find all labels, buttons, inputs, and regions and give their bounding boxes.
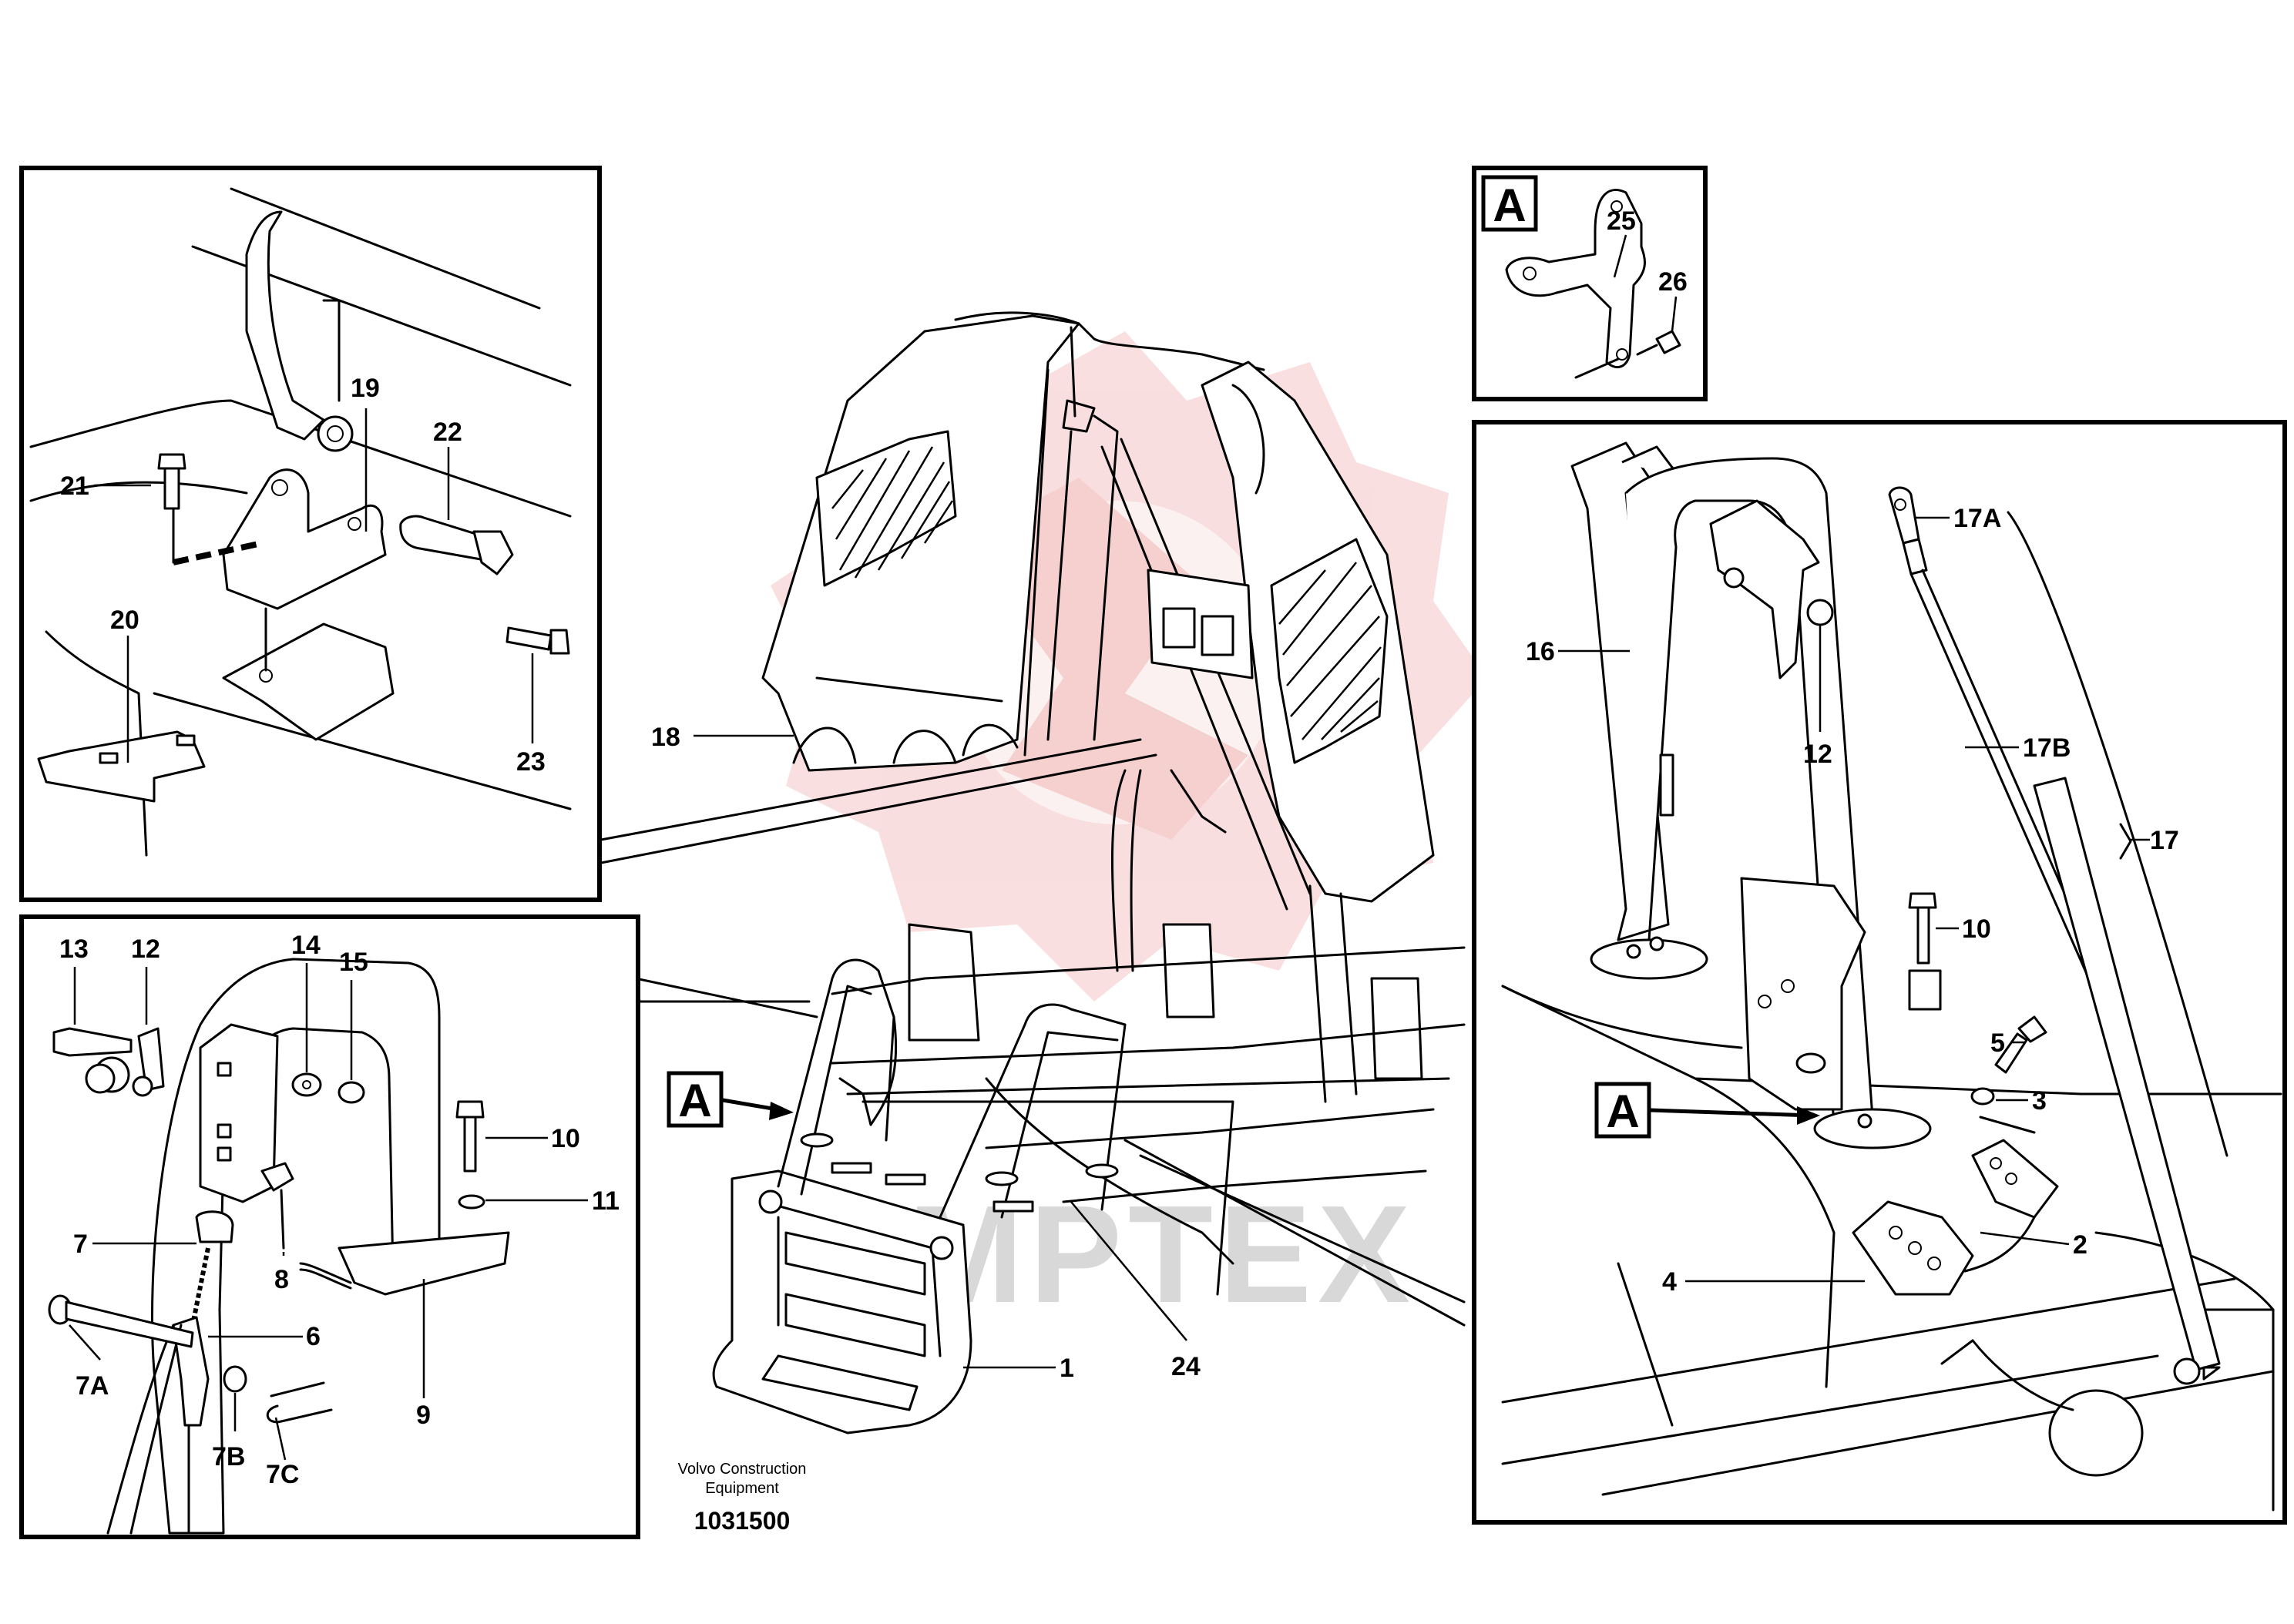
company-name-line2: Equipment bbox=[705, 1480, 779, 1497]
callout-20: 20 bbox=[110, 606, 139, 635]
callout-21: 21 bbox=[60, 471, 89, 501]
footer-block: Volvo Construction Equipment 1031500 bbox=[678, 1461, 807, 1535]
callout-12-left: 12 bbox=[131, 934, 160, 964]
callout-13: 13 bbox=[59, 934, 89, 964]
right-vent-hatching bbox=[1278, 562, 1382, 740]
callout-11: 11 bbox=[592, 1186, 620, 1216]
callout-leaders bbox=[69, 234, 2150, 1461]
callout-24: 24 bbox=[1171, 1352, 1201, 1381]
company-name-line1: Volvo Construction bbox=[678, 1461, 807, 1478]
callout-17b: 17B bbox=[2023, 733, 2071, 763]
callout-8: 8 bbox=[274, 1265, 289, 1294]
callout-7a: 7A bbox=[76, 1371, 109, 1401]
callout-6: 6 bbox=[306, 1322, 321, 1351]
detail-box-view-a: A bbox=[1472, 166, 1708, 401]
callout-26: 26 bbox=[1658, 267, 1688, 297]
main-view-a-letter: A bbox=[1606, 1085, 1639, 1137]
view-a-label-box bbox=[1481, 175, 1538, 232]
callout-4: 4 bbox=[1662, 1267, 1677, 1297]
callout-12-right: 12 bbox=[1803, 740, 1832, 769]
callout-9: 9 bbox=[416, 1401, 431, 1430]
detail-box-hood-hinge bbox=[19, 166, 602, 902]
callout-3: 3 bbox=[2032, 1086, 2047, 1116]
callout-15: 15 bbox=[339, 948, 368, 977]
callout-14: 14 bbox=[291, 931, 321, 960]
callout-5: 5 bbox=[1990, 1028, 2005, 1058]
callout-19: 19 bbox=[351, 374, 380, 403]
step-view-a-marker: A bbox=[667, 1071, 794, 1128]
callout-7c: 7C bbox=[266, 1460, 299, 1489]
callout-25: 25 bbox=[1607, 206, 1636, 236]
callout-2: 2 bbox=[2073, 1230, 2087, 1260]
main-view-a-label-box bbox=[1594, 1082, 1651, 1139]
callout-1: 1 bbox=[1060, 1354, 1074, 1383]
callout-22: 22 bbox=[433, 418, 462, 447]
view-a-letter: A bbox=[1493, 180, 1526, 231]
callout-18: 18 bbox=[651, 723, 680, 752]
detail-box-step-handle bbox=[19, 914, 640, 1539]
callout-17: 17 bbox=[2150, 826, 2179, 855]
callout-17a: 17A bbox=[1953, 504, 2001, 533]
callout-7: 7 bbox=[73, 1230, 88, 1259]
callout-7b: 7B bbox=[212, 1442, 245, 1471]
drawing-number: 1031500 bbox=[694, 1507, 791, 1535]
callout-labels: 21 19 22 20 23 18 1 24 13 12 14 15 10 11… bbox=[59, 206, 2179, 1489]
zoom-leader-lines bbox=[600, 738, 1466, 1327]
callout-23: 23 bbox=[516, 747, 546, 777]
callout-10-left: 10 bbox=[551, 1124, 580, 1153]
left-vent-hatching bbox=[831, 446, 954, 579]
detail-box-hood-support: A bbox=[1472, 420, 2287, 1525]
callout-10-right: 10 bbox=[1962, 914, 1991, 944]
cab-frame-drawing bbox=[712, 311, 1466, 1434]
callout-16: 16 bbox=[1526, 637, 1555, 666]
step-view-a-letter: A bbox=[678, 1075, 711, 1126]
